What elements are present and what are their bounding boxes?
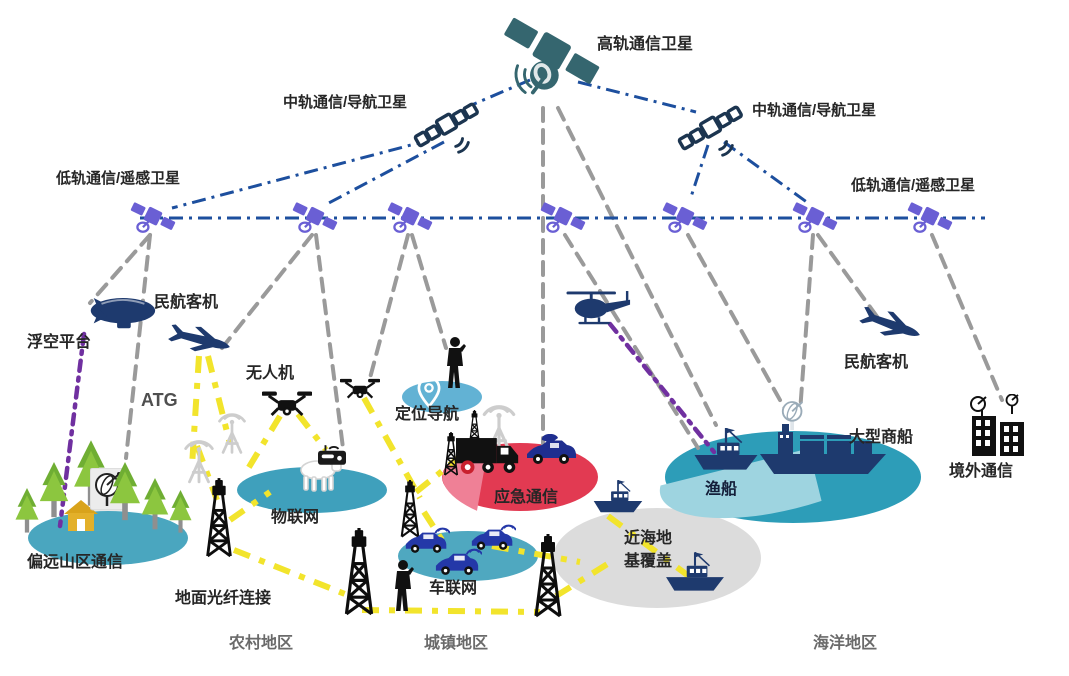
helicopter-icon bbox=[566, 289, 632, 325]
ocean-region-label: 海洋地区 bbox=[813, 635, 878, 652]
floating-platform-label: 浮空平台 bbox=[27, 334, 92, 351]
leo-satellite-right-label: 低轨通信/遥感卫星 bbox=[851, 177, 976, 194]
rural-region-label: 农村地区 bbox=[229, 635, 294, 652]
aircraft-left-icon bbox=[166, 319, 233, 360]
drone-icon bbox=[340, 378, 380, 399]
meo-satellite-left-icon bbox=[412, 99, 481, 154]
inter-satellite-links bbox=[140, 78, 985, 220]
cell-tower-icon bbox=[344, 528, 374, 616]
leo-satellite-icon bbox=[291, 198, 339, 234]
merchant-ship-label: 大型商船 bbox=[849, 429, 914, 446]
leo-satellite-left-label: 低轨通信/遥感卫星 bbox=[56, 170, 181, 187]
leo-satellite-icon bbox=[539, 198, 587, 234]
drone-icon bbox=[262, 390, 312, 417]
overseas-comm-label: 境外通信 bbox=[949, 463, 1014, 480]
urban-region-label: 城镇地区 bbox=[424, 635, 489, 652]
meo-satellite-left-label: 中轨通信/导航卫星 bbox=[283, 94, 408, 111]
remote-mountain-label: 偏远山区通信 bbox=[27, 554, 124, 571]
vehicle-network-label: 车联网 bbox=[429, 580, 478, 597]
leo-satellite-icon bbox=[129, 198, 177, 234]
leo-satellite-icon bbox=[661, 198, 709, 234]
satellite-ground-links bbox=[88, 106, 1004, 460]
antenna-icon bbox=[218, 413, 246, 454]
meo-satellite-right-label: 中轨通信/导航卫星 bbox=[752, 102, 877, 119]
offshore-coverage-label-line2: 基覆盖 bbox=[623, 553, 672, 570]
meo-satellite-right-icon bbox=[676, 102, 745, 157]
aircraft-right-label: 民航客机 bbox=[844, 354, 909, 371]
airship-icon bbox=[89, 297, 157, 330]
leo-satellite-icon bbox=[906, 198, 954, 234]
offshore-boat-icon bbox=[592, 480, 644, 514]
geo-satellite-icon bbox=[502, 16, 602, 95]
zone-positioning bbox=[402, 381, 482, 413]
aircraft-left-label: 民航客机 bbox=[154, 294, 219, 311]
positioning-label: 定位导航 bbox=[395, 406, 460, 423]
fishing-boat-label: 渔船 bbox=[705, 481, 738, 498]
leo-satellite-icon bbox=[791, 198, 839, 234]
leo-satellite-icon bbox=[386, 198, 434, 234]
atg-label: ATG bbox=[141, 390, 178, 410]
geo-satellite-label: 高轨通信卫星 bbox=[597, 36, 694, 53]
ground-fiber-label: 地面光纤连接 bbox=[175, 590, 272, 607]
uav-label: 无人机 bbox=[246, 365, 295, 382]
iot-label: 物联网 bbox=[271, 509, 320, 526]
overseas-buildings-icon bbox=[970, 394, 1025, 456]
person-icon bbox=[447, 337, 466, 388]
emergency-label: 应急通信 bbox=[494, 489, 559, 506]
offshore-coverage-label-line1: 近海地 bbox=[623, 530, 672, 547]
aircraft-right-icon bbox=[857, 302, 925, 347]
